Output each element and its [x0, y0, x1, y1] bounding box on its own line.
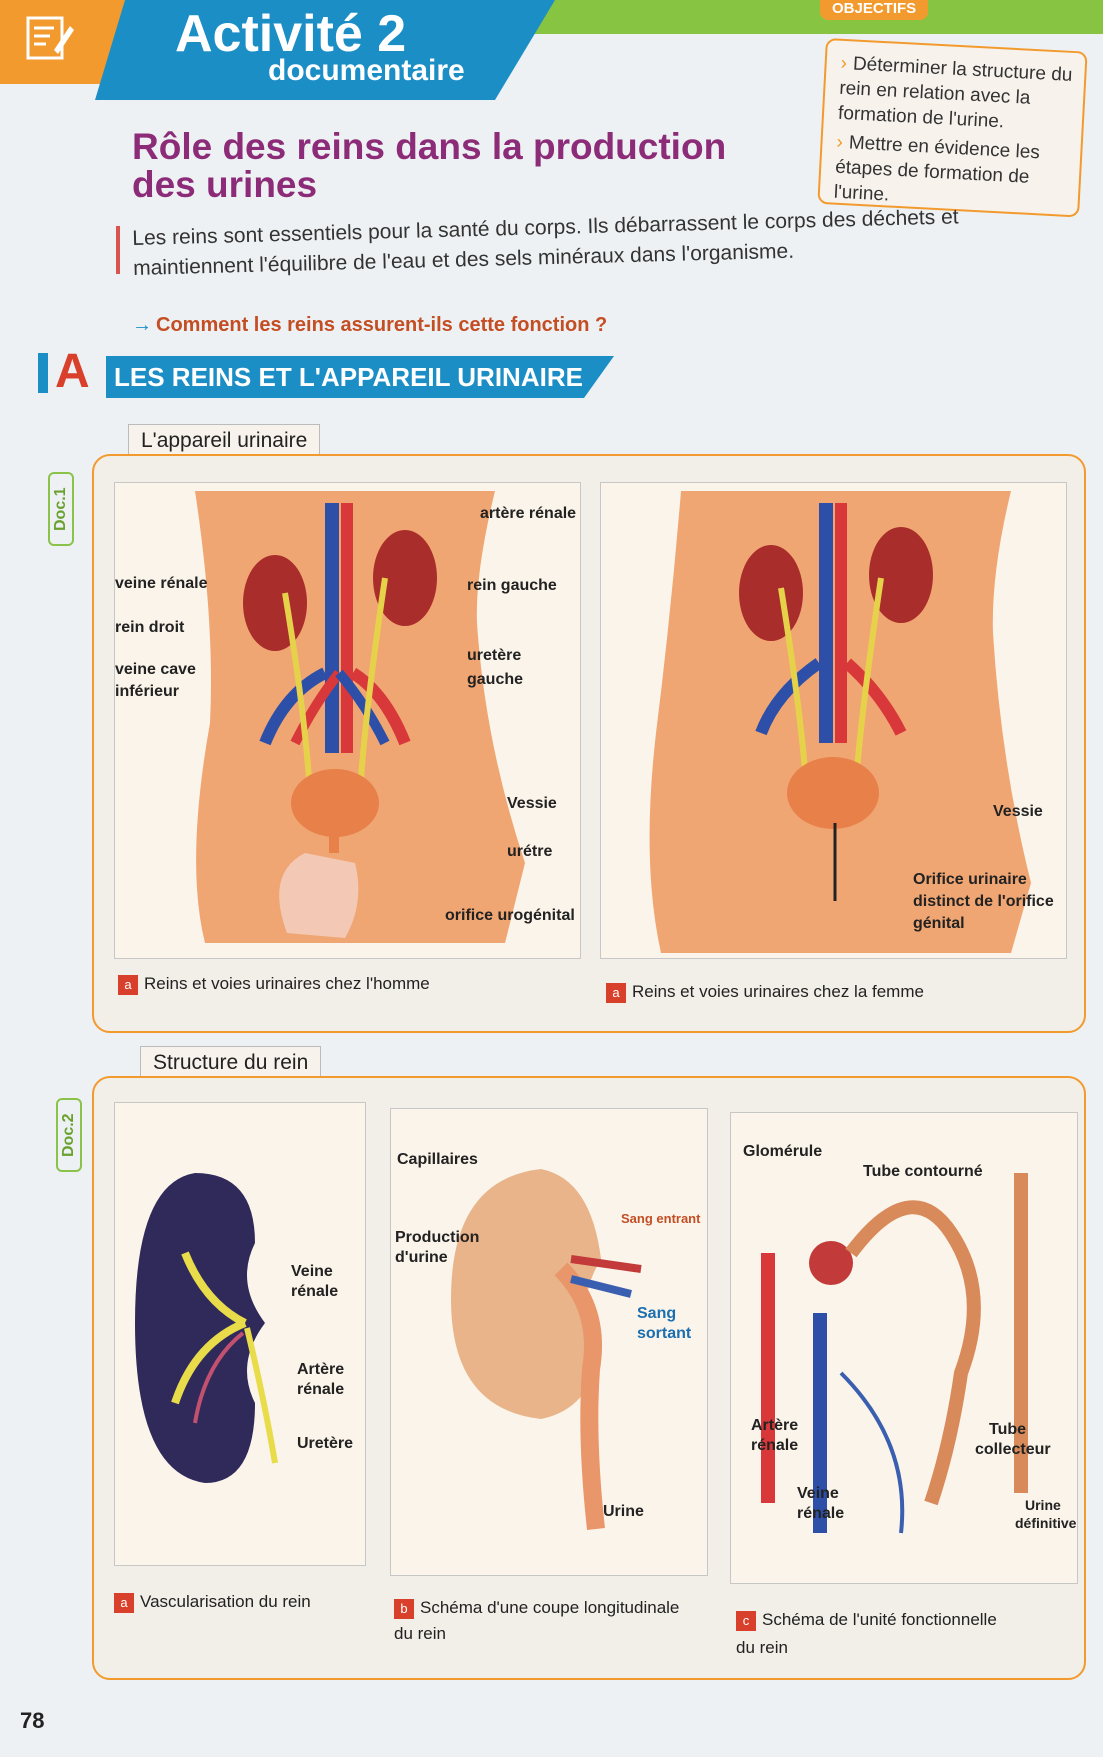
- label-sang-entrant: Sang entrant: [621, 1211, 701, 1226]
- activity-banner: [95, 0, 555, 100]
- label-veine-renale-a: rénale: [291, 1283, 339, 1300]
- label-collecteur: collecteur: [975, 1441, 1051, 1458]
- label-gauche: gauche: [467, 671, 524, 688]
- doc1-title: L'appareil urinaire: [128, 424, 321, 457]
- label-artere-renale-c: rénale: [751, 1437, 799, 1454]
- objectives-box: ›Déterminer la structure du rein en rela…: [817, 38, 1088, 218]
- label-inferieur: inférieur: [115, 683, 180, 700]
- label-tube-contourne: Tube contourné: [863, 1163, 983, 1180]
- label-orifice-3: génital: [913, 915, 965, 932]
- section-letter-bar: [38, 353, 48, 393]
- label-orifice-2: distinct de l'orifice: [913, 893, 1054, 910]
- activity-subtitle: documentaire: [268, 54, 465, 87]
- label-orifice-1: Orifice urinaire: [913, 871, 1027, 888]
- label-definitive: définitive: [1015, 1515, 1077, 1531]
- page-title: Rôle des reins dans la production des ur…: [132, 126, 727, 205]
- doc2-panel-a: Veine rénale Artère rénale Uretère: [114, 1102, 366, 1566]
- activity-title: Activité 2: [175, 5, 407, 63]
- label-urine-c: Urine: [1025, 1497, 1061, 1513]
- caption-badge: c: [736, 1610, 756, 1631]
- intro-accent-bar: [116, 226, 120, 274]
- label-orifice-urogenital: orifice urogénital: [445, 907, 575, 924]
- page-number: 78: [20, 1708, 45, 1733]
- label-capillaires: Capillaires: [397, 1151, 478, 1168]
- label-urine-b: Urine: [603, 1503, 644, 1520]
- caption-badge: a: [114, 1592, 134, 1613]
- label-artere-renale-a: rénale: [297, 1381, 345, 1398]
- label-veine-cave: veine cave: [115, 661, 196, 678]
- kidney-section-illustration: [451, 1169, 642, 1530]
- label-veine-c: Veine: [797, 1485, 839, 1502]
- arrow-right-icon: →: [132, 314, 152, 336]
- objective-item: ›Déterminer la structure du rein en rela…: [837, 52, 1073, 133]
- label-uretre: urétre: [507, 843, 553, 860]
- doc2-title: Structure du rein: [140, 1046, 322, 1079]
- kidney-vascularisation-illustration: [135, 1173, 278, 1483]
- objectives-label: OBJECTIFS: [820, 0, 929, 20]
- label-tube: Tube: [989, 1421, 1027, 1438]
- label-production: Production: [395, 1229, 480, 1246]
- female-urinary-system-illustration: [649, 491, 1031, 953]
- doc1-female-panel: Vessie Orifice urinaire distinct de l'or…: [600, 482, 1067, 959]
- pencil-notebook-icon: [26, 16, 74, 60]
- label-veine-renale: veine rénale: [115, 575, 208, 592]
- label-arterie-renale: artère rénale: [480, 505, 577, 522]
- label-uretere-a: Uretère: [297, 1435, 354, 1452]
- label-sang: Sang: [637, 1305, 677, 1322]
- label-glomerule: Glomérule: [743, 1143, 823, 1160]
- label-veine-renale-c: rénale: [797, 1505, 845, 1522]
- section-letter: A: [55, 345, 90, 398]
- label-sortant: sortant: [637, 1325, 692, 1342]
- caption-badge: a: [118, 974, 138, 995]
- label-artere: Artère: [297, 1361, 345, 1378]
- label-durine: d'urine: [395, 1249, 448, 1266]
- doc2-panel-b: Capillaires Production d'urine Sang entr…: [390, 1108, 708, 1576]
- caption-panel-b-line2: du rein: [394, 1624, 446, 1643]
- label-rein-gauche: rein gauche: [467, 577, 557, 594]
- header-green-band: [470, 0, 1103, 34]
- label-veine: Veine: [291, 1263, 333, 1280]
- label-vessie: Vessie: [507, 795, 557, 812]
- label-rein-droit: rein droit: [115, 619, 185, 636]
- intro-text: Les reins sont essentiels pour la santé …: [132, 205, 959, 280]
- guiding-question: →Comment les reins assurent-ils cette fo…: [132, 314, 608, 336]
- doc1-male-panel: artère rénale veine rénale rein gauche r…: [114, 482, 581, 959]
- doc1-tag: Doc.1: [48, 472, 74, 546]
- nephron-illustration: [761, 1173, 1028, 1534]
- male-urinary-system-illustration: [195, 491, 525, 943]
- label-uretere: uretère: [467, 647, 522, 664]
- doc2-panel-c: Glomérule Tube contourné Artère rénale V…: [730, 1112, 1078, 1584]
- doc2-tag: Doc.2: [56, 1098, 82, 1172]
- caption-badge: a: [606, 982, 626, 1003]
- caption-badge: b: [394, 1598, 414, 1619]
- section-title: LES REINS ET L'APPAREIL URINAIRE: [106, 356, 614, 398]
- label-vessie-female: Vessie: [993, 803, 1043, 820]
- caption-panel-c-line2: du rein: [736, 1638, 788, 1657]
- label-artere-c: Artère: [751, 1417, 799, 1434]
